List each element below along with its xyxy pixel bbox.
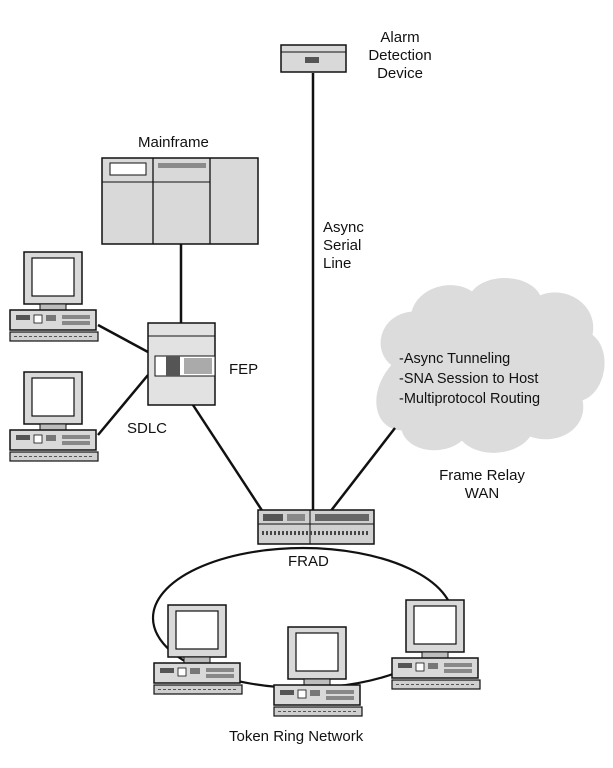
wan-cloud (376, 278, 605, 453)
workstation-ring-right (391, 599, 481, 690)
frame-relay-line1: Frame Relay (439, 467, 525, 484)
alarm-label-line1: Alarm (380, 29, 420, 46)
fep (147, 322, 216, 406)
async-serial-line2: Serial (323, 237, 362, 254)
workstation-ring-center (273, 626, 363, 717)
pc1-fep-link (97, 323, 149, 354)
workstation-left-top (9, 251, 99, 342)
frad-label: FRAD (288, 553, 329, 570)
mainframe-label: Mainframe (138, 134, 209, 151)
fep-label: FEP (229, 361, 259, 378)
workstation-ring-left (153, 604, 243, 695)
frad-wan-link (329, 427, 396, 513)
async-serial-label: Async Serial Line (323, 219, 364, 273)
alarm-label: Alarm Detection Device (350, 29, 450, 83)
token-ring-label: Token Ring Network (229, 728, 364, 745)
alarm-label-line2: Detection (368, 47, 432, 64)
wan-capabilities-list: -Async Tunneling -SNA Session to Host -M… (399, 349, 540, 409)
frame-relay-label: Frame Relay WAN (422, 467, 542, 503)
async-serial-line3: Line (323, 255, 352, 272)
cloud-item: -Async Tunneling (399, 351, 511, 367)
alarm-label-line3: Device (377, 65, 423, 82)
fep-frad-link (191, 404, 265, 513)
cloud-item: -Multiprotocol Routing (399, 391, 541, 407)
workstation-left-bottom (9, 371, 99, 462)
mainframe (101, 157, 259, 245)
frame-relay-line2: WAN (464, 485, 500, 502)
async-serial-line1: Async (323, 219, 364, 236)
frad (257, 509, 375, 545)
sdlc-label: SDLC (127, 420, 168, 437)
pc2-fep-link (97, 374, 149, 436)
alarm-detection-device (280, 44, 347, 73)
cloud-item: -SNA Session to Host (399, 371, 539, 387)
